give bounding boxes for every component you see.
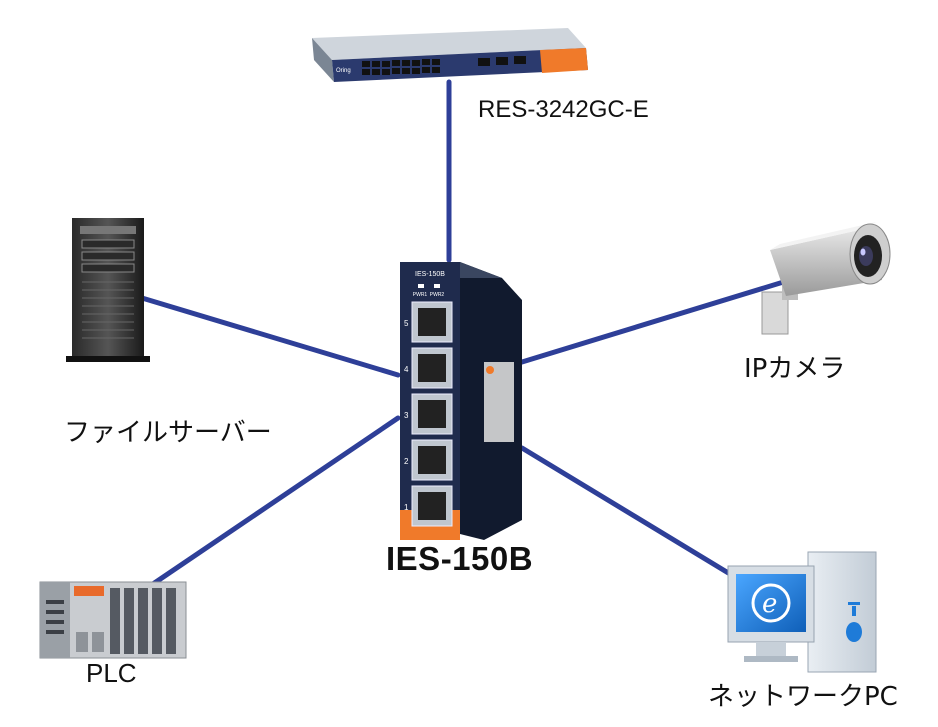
port-number-5: 5 [404, 319, 409, 328]
pwr1-led [418, 284, 424, 288]
network-pc-label: ネットワークPC [708, 682, 898, 712]
svg-text:e: e [762, 589, 777, 619]
network-pc-icon: e [727, 551, 877, 673]
port-number-2: 2 [404, 457, 409, 466]
link-pc [519, 445, 733, 577]
port-number-4: 4 [404, 365, 409, 374]
ies-150b-switch-icon: IES-150B PWR1 PWR2 5 4 3 2 1 [400, 262, 522, 540]
link-camera [519, 277, 793, 365]
ip-camera-label: IPカメラ [744, 354, 846, 384]
top-switch-icon: Oring [312, 28, 588, 82]
switch-front-model: IES-150B [415, 271, 445, 278]
center-switch-label: IES-150B [386, 540, 534, 577]
link-plc [147, 415, 401, 589]
ip-camera-icon [761, 222, 891, 335]
file-server-label: ファイルサーバー [64, 418, 272, 448]
switch-ports [411, 301, 453, 527]
port-number-3: 3 [404, 411, 409, 420]
file-server-icon [66, 218, 150, 362]
top-switch-ports [362, 56, 526, 75]
plc-icon [39, 581, 187, 659]
link-server [139, 295, 401, 378]
connection-links [139, 79, 793, 589]
port-number-1: 1 [404, 503, 409, 512]
top-switch-label: RES-3242GC-E [478, 96, 649, 123]
led-label-pwr2: PWR2 [430, 292, 445, 298]
plc-label: PLC [86, 658, 137, 688]
top-switch-brand: Oring [336, 68, 351, 74]
led-label-pwr1: PWR1 [413, 292, 428, 298]
pwr2-led [434, 284, 440, 288]
